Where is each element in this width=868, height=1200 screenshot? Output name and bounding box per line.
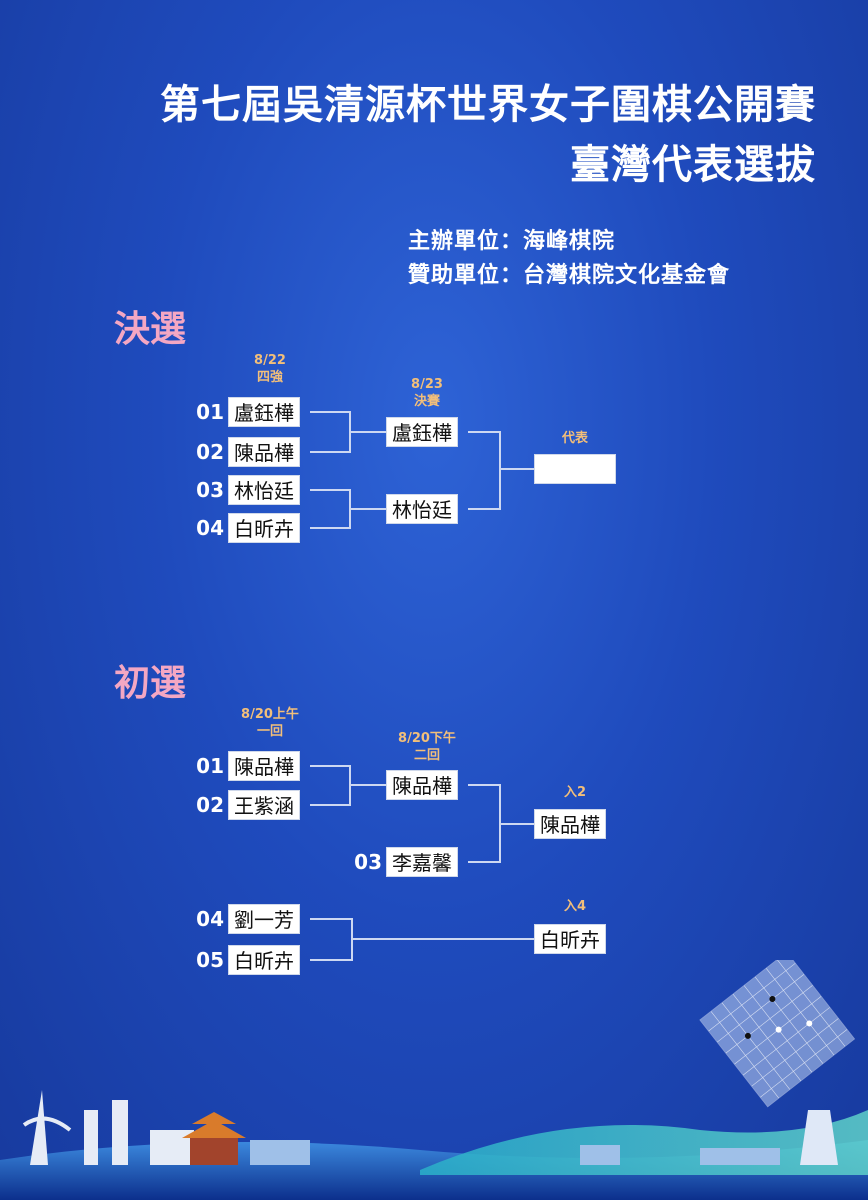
buildings-left bbox=[22, 1090, 194, 1165]
bracket-lines bbox=[310, 411, 534, 961]
prelims-round2-label: 8/20下午 二回 bbox=[398, 731, 456, 763]
prelims-round1-label: 8/20上午 一回 bbox=[241, 707, 299, 739]
buildings-right bbox=[250, 1110, 838, 1165]
prelims-qualifier-slot: 白昕卉 bbox=[534, 924, 606, 954]
prelims-connector-2 bbox=[468, 784, 534, 863]
finals-semi-winner-slot: 林怡廷 bbox=[386, 494, 458, 524]
finals-section-label: 決選 bbox=[114, 309, 187, 350]
finals-champion-slot bbox=[534, 454, 616, 484]
finals-connector-1 bbox=[310, 411, 386, 453]
finals-connector-2 bbox=[310, 489, 386, 529]
finals-seed: 04 bbox=[196, 516, 224, 540]
temple-building bbox=[182, 1112, 246, 1165]
go-board-icon bbox=[699, 960, 856, 1108]
finals-connector-final bbox=[468, 431, 534, 510]
prelims-player-slot: 劉一芳 bbox=[228, 904, 300, 934]
finals-seed: 03 bbox=[196, 478, 224, 502]
prelims-bye-player-slot: 李嘉馨 bbox=[386, 847, 458, 877]
page-subtitle: 臺灣代表選拔 bbox=[570, 142, 816, 188]
prelims-player-slot: 白昕卉 bbox=[228, 945, 300, 975]
finals-player-slot: 林怡廷 bbox=[228, 475, 300, 505]
prelims-seed: 03 bbox=[354, 850, 382, 874]
hill-shape bbox=[420, 1110, 868, 1175]
finals-seed: 01 bbox=[196, 400, 224, 424]
prelims-seed: 05 bbox=[196, 948, 224, 972]
finals-semi-winner-slot: 盧鈺樺 bbox=[386, 417, 458, 447]
prelims-seed: 04 bbox=[196, 907, 224, 931]
skyline-illustration bbox=[0, 960, 868, 1200]
prelims-connector-3 bbox=[310, 918, 534, 961]
page-title: 第七屆吳清源杯世界女子圍棋公開賽 bbox=[160, 82, 816, 128]
prelims-player-slot: 陳品樺 bbox=[228, 751, 300, 781]
finals-player-slot: 盧鈺樺 bbox=[228, 397, 300, 427]
finals-player-slot: 陳品樺 bbox=[228, 437, 300, 467]
sponsor-text: 贊助單位：台灣棋院文化基金會 bbox=[408, 263, 731, 288]
finals-player-slot: 白昕卉 bbox=[228, 513, 300, 543]
prelims-player-slot: 王紫涵 bbox=[228, 790, 300, 820]
prelims-seed: 02 bbox=[196, 793, 224, 817]
finals-round2-label: 8/23 決賽 bbox=[411, 377, 443, 409]
organizer-text: 主辦單位：海峰棋院 bbox=[408, 229, 616, 254]
finals-round1-label: 8/22 四強 bbox=[254, 353, 286, 385]
finals-winner-label: 代表 bbox=[561, 431, 588, 446]
prelims-seed: 01 bbox=[196, 754, 224, 778]
finals-seed: 02 bbox=[196, 440, 224, 464]
prelims-section-label: 初選 bbox=[114, 663, 187, 704]
prelims-qualify-b-label: 入4 bbox=[563, 899, 587, 914]
prelims-round2-winner-slot: 陳品樺 bbox=[386, 770, 458, 800]
prelims-qualifier-slot: 陳品樺 bbox=[534, 809, 606, 839]
prelims-qualify-a-label: 入2 bbox=[563, 785, 587, 800]
prelims-connector-1 bbox=[310, 765, 386, 806]
